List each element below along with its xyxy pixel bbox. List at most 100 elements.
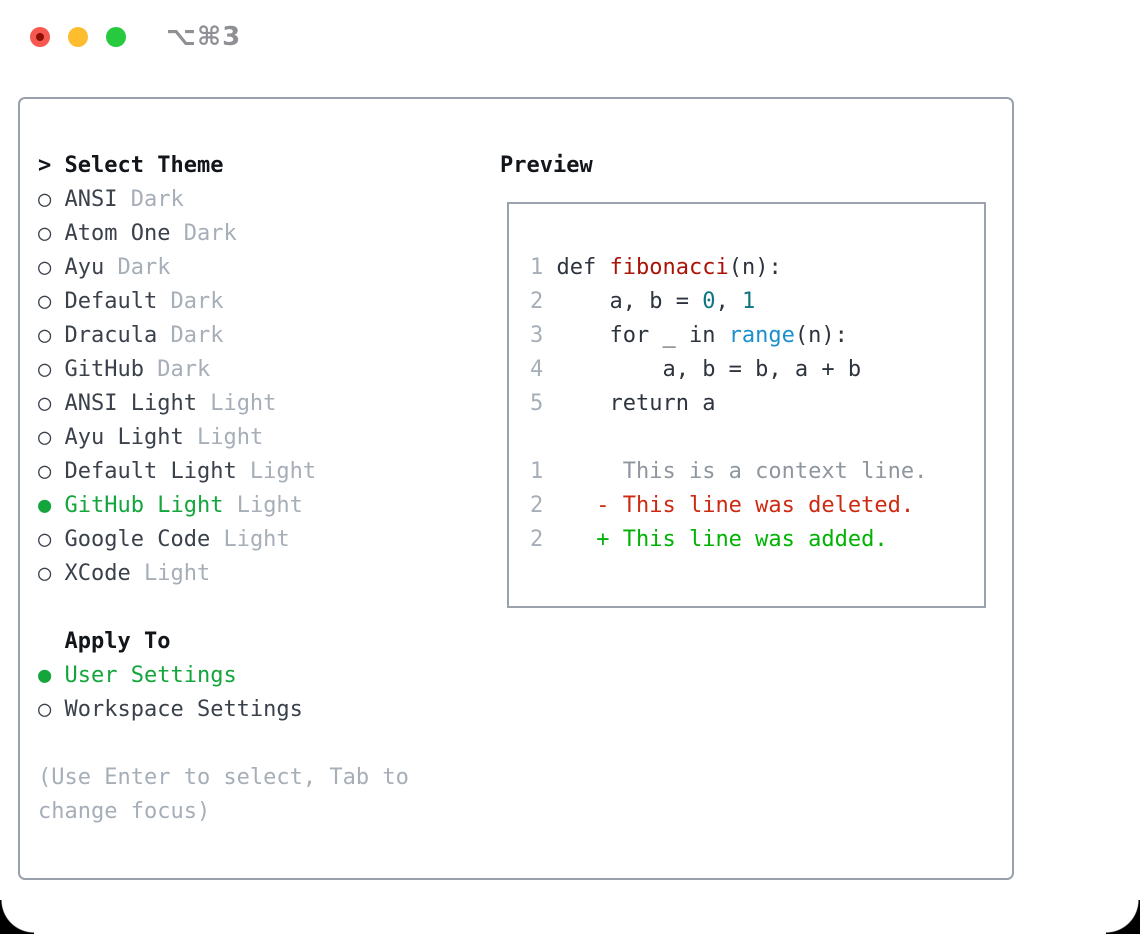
option-label: User Settings: [64, 663, 237, 688]
line-number: 5: [530, 391, 557, 416]
apply-to-option[interactable]: ○ Workspace Settings: [38, 693, 409, 727]
theme-option[interactable]: ○ XCode Light: [38, 557, 409, 591]
option-label: Default Light: [64, 459, 237, 484]
radio-selected-icon: ●: [38, 493, 65, 518]
theme-picker-panel: > Select Theme ○ ANSI Dark○ Atom One Dar…: [18, 97, 1014, 880]
option-label: Google Code: [64, 527, 211, 552]
option-label: GitHub: [64, 357, 144, 382]
option-variant-label: Dark: [117, 187, 184, 212]
window-corner-mask: [0, 900, 34, 934]
line-number: 3: [530, 323, 557, 348]
code-line: 4 a, b = b, a + b: [530, 353, 984, 387]
code-segment-def-name: fibonacci: [609, 255, 729, 280]
option-variant-label: Light: [210, 527, 290, 552]
theme-option[interactable]: ○ GitHub Dark: [38, 353, 409, 387]
radio-empty-icon: ○: [38, 391, 65, 416]
code-line: 3 for _ in range(n):: [530, 319, 984, 353]
code-segment-context: This is a context line.: [556, 459, 928, 484]
option-label: XCode: [64, 561, 131, 586]
close-dot-icon: [36, 33, 44, 41]
radio-empty-icon: ○: [38, 221, 65, 246]
close-button[interactable]: [30, 27, 50, 47]
option-variant-label: Light: [236, 459, 317, 484]
radio-empty-icon: ○: [38, 187, 65, 212]
radio-empty-icon: ○: [38, 697, 65, 722]
code-segment-plain: def: [556, 255, 610, 280]
radio-empty-icon: ○: [38, 527, 65, 552]
code-segment-plain: (n):: [794, 323, 848, 348]
line-number: 2: [530, 289, 557, 314]
select-theme-title: Select Theme: [64, 153, 224, 178]
code-segment-added: + This line was added.: [556, 527, 888, 552]
code-line: 2 - This line was deleted.: [530, 489, 984, 523]
code-line: 1 def fibonacci(n):: [530, 251, 984, 285]
theme-option[interactable]: ○ Ayu Light Light: [38, 421, 409, 455]
code-segment-plain: ,: [715, 289, 742, 314]
line-number: 2: [530, 493, 557, 518]
code-segment-number: 1: [741, 289, 756, 314]
option-variant-label: Light: [183, 425, 264, 450]
code-segment-builtin: range: [728, 323, 795, 348]
code-segment-deleted: - This line was deleted.: [556, 493, 915, 518]
code-segment-plain: return a: [556, 391, 716, 416]
code-line: 2 a, b = 0, 1: [530, 285, 984, 319]
minimize-button[interactable]: [68, 27, 88, 47]
radio-empty-icon: ○: [38, 289, 65, 314]
theme-picker-left-column: > Select Theme ○ ANSI Dark○ Atom One Dar…: [38, 149, 409, 829]
line-number: 2: [530, 527, 557, 552]
hint-line-1: (Use Enter to select, Tab to: [38, 765, 409, 790]
theme-option[interactable]: ○ Dracula Dark: [38, 319, 409, 353]
window-title: ⌥⌘3: [166, 22, 242, 52]
option-variant-label: Dark: [157, 323, 224, 348]
option-label: ANSI: [64, 187, 118, 212]
option-label: Workspace Settings: [64, 697, 303, 722]
code-line: 2 + This line was added.: [530, 523, 984, 557]
preview-header: Preview: [500, 153, 593, 178]
code-line: [530, 421, 984, 455]
code-segment-number: 0: [702, 289, 716, 314]
line-number: 4: [530, 357, 557, 382]
theme-option[interactable]: ○ Atom One Dark: [38, 217, 409, 251]
option-label: Ayu: [64, 255, 105, 280]
zoom-button[interactable]: [106, 27, 126, 47]
apply-to-option[interactable]: ● User Settings: [38, 659, 409, 693]
code-segment-plain: for _ in: [556, 323, 729, 348]
option-variant-label: Dark: [170, 221, 237, 246]
prompt-icon: >: [38, 153, 65, 178]
code-line: 1 This is a context line.: [530, 455, 984, 489]
theme-option[interactable]: ○ ANSI Dark: [38, 183, 409, 217]
option-variant-label: Light: [130, 561, 211, 586]
radio-selected-icon: ●: [38, 663, 65, 688]
option-label: Atom One: [64, 221, 171, 246]
theme-option[interactable]: ○ ANSI Light Light: [38, 387, 409, 421]
apply-to-list: ● User Settings○ Workspace Settings: [38, 659, 409, 727]
option-variant-label: Dark: [157, 289, 224, 314]
theme-option[interactable]: ● GitHub Light Light: [38, 489, 409, 523]
select-theme-header: > Select Theme: [38, 149, 409, 183]
line-number: 1: [530, 255, 557, 280]
option-label: GitHub Light: [64, 493, 224, 518]
radio-empty-icon: ○: [38, 561, 65, 586]
hint-text: (Use Enter to select, Tab to change focu…: [38, 761, 409, 829]
theme-option[interactable]: ○ Google Code Light: [38, 523, 409, 557]
theme-list: ○ ANSI Dark○ Atom One Dark○ Ayu Dark○ De…: [38, 183, 409, 591]
option-label: ANSI Light: [64, 391, 197, 416]
theme-option[interactable]: ○ Default Dark: [38, 285, 409, 319]
theme-option[interactable]: ○ Ayu Dark: [38, 251, 409, 285]
option-label: Ayu Light: [64, 425, 184, 450]
line-number: 1: [530, 459, 557, 484]
option-variant-label: Light: [196, 391, 277, 416]
option-label: Default: [64, 289, 158, 314]
theme-option[interactable]: ○ Default Light Light: [38, 455, 409, 489]
radio-empty-icon: ○: [38, 425, 65, 450]
radio-empty-icon: ○: [38, 255, 65, 280]
hint-line-2: change focus): [38, 799, 211, 824]
apply-to-header: Apply To: [64, 629, 171, 654]
radio-empty-icon: ○: [38, 459, 65, 484]
option-variant-label: Dark: [104, 255, 171, 280]
radio-empty-icon: ○: [38, 357, 65, 382]
code-line: 5 return a: [530, 387, 984, 421]
window-corner-mask: [1106, 900, 1140, 934]
